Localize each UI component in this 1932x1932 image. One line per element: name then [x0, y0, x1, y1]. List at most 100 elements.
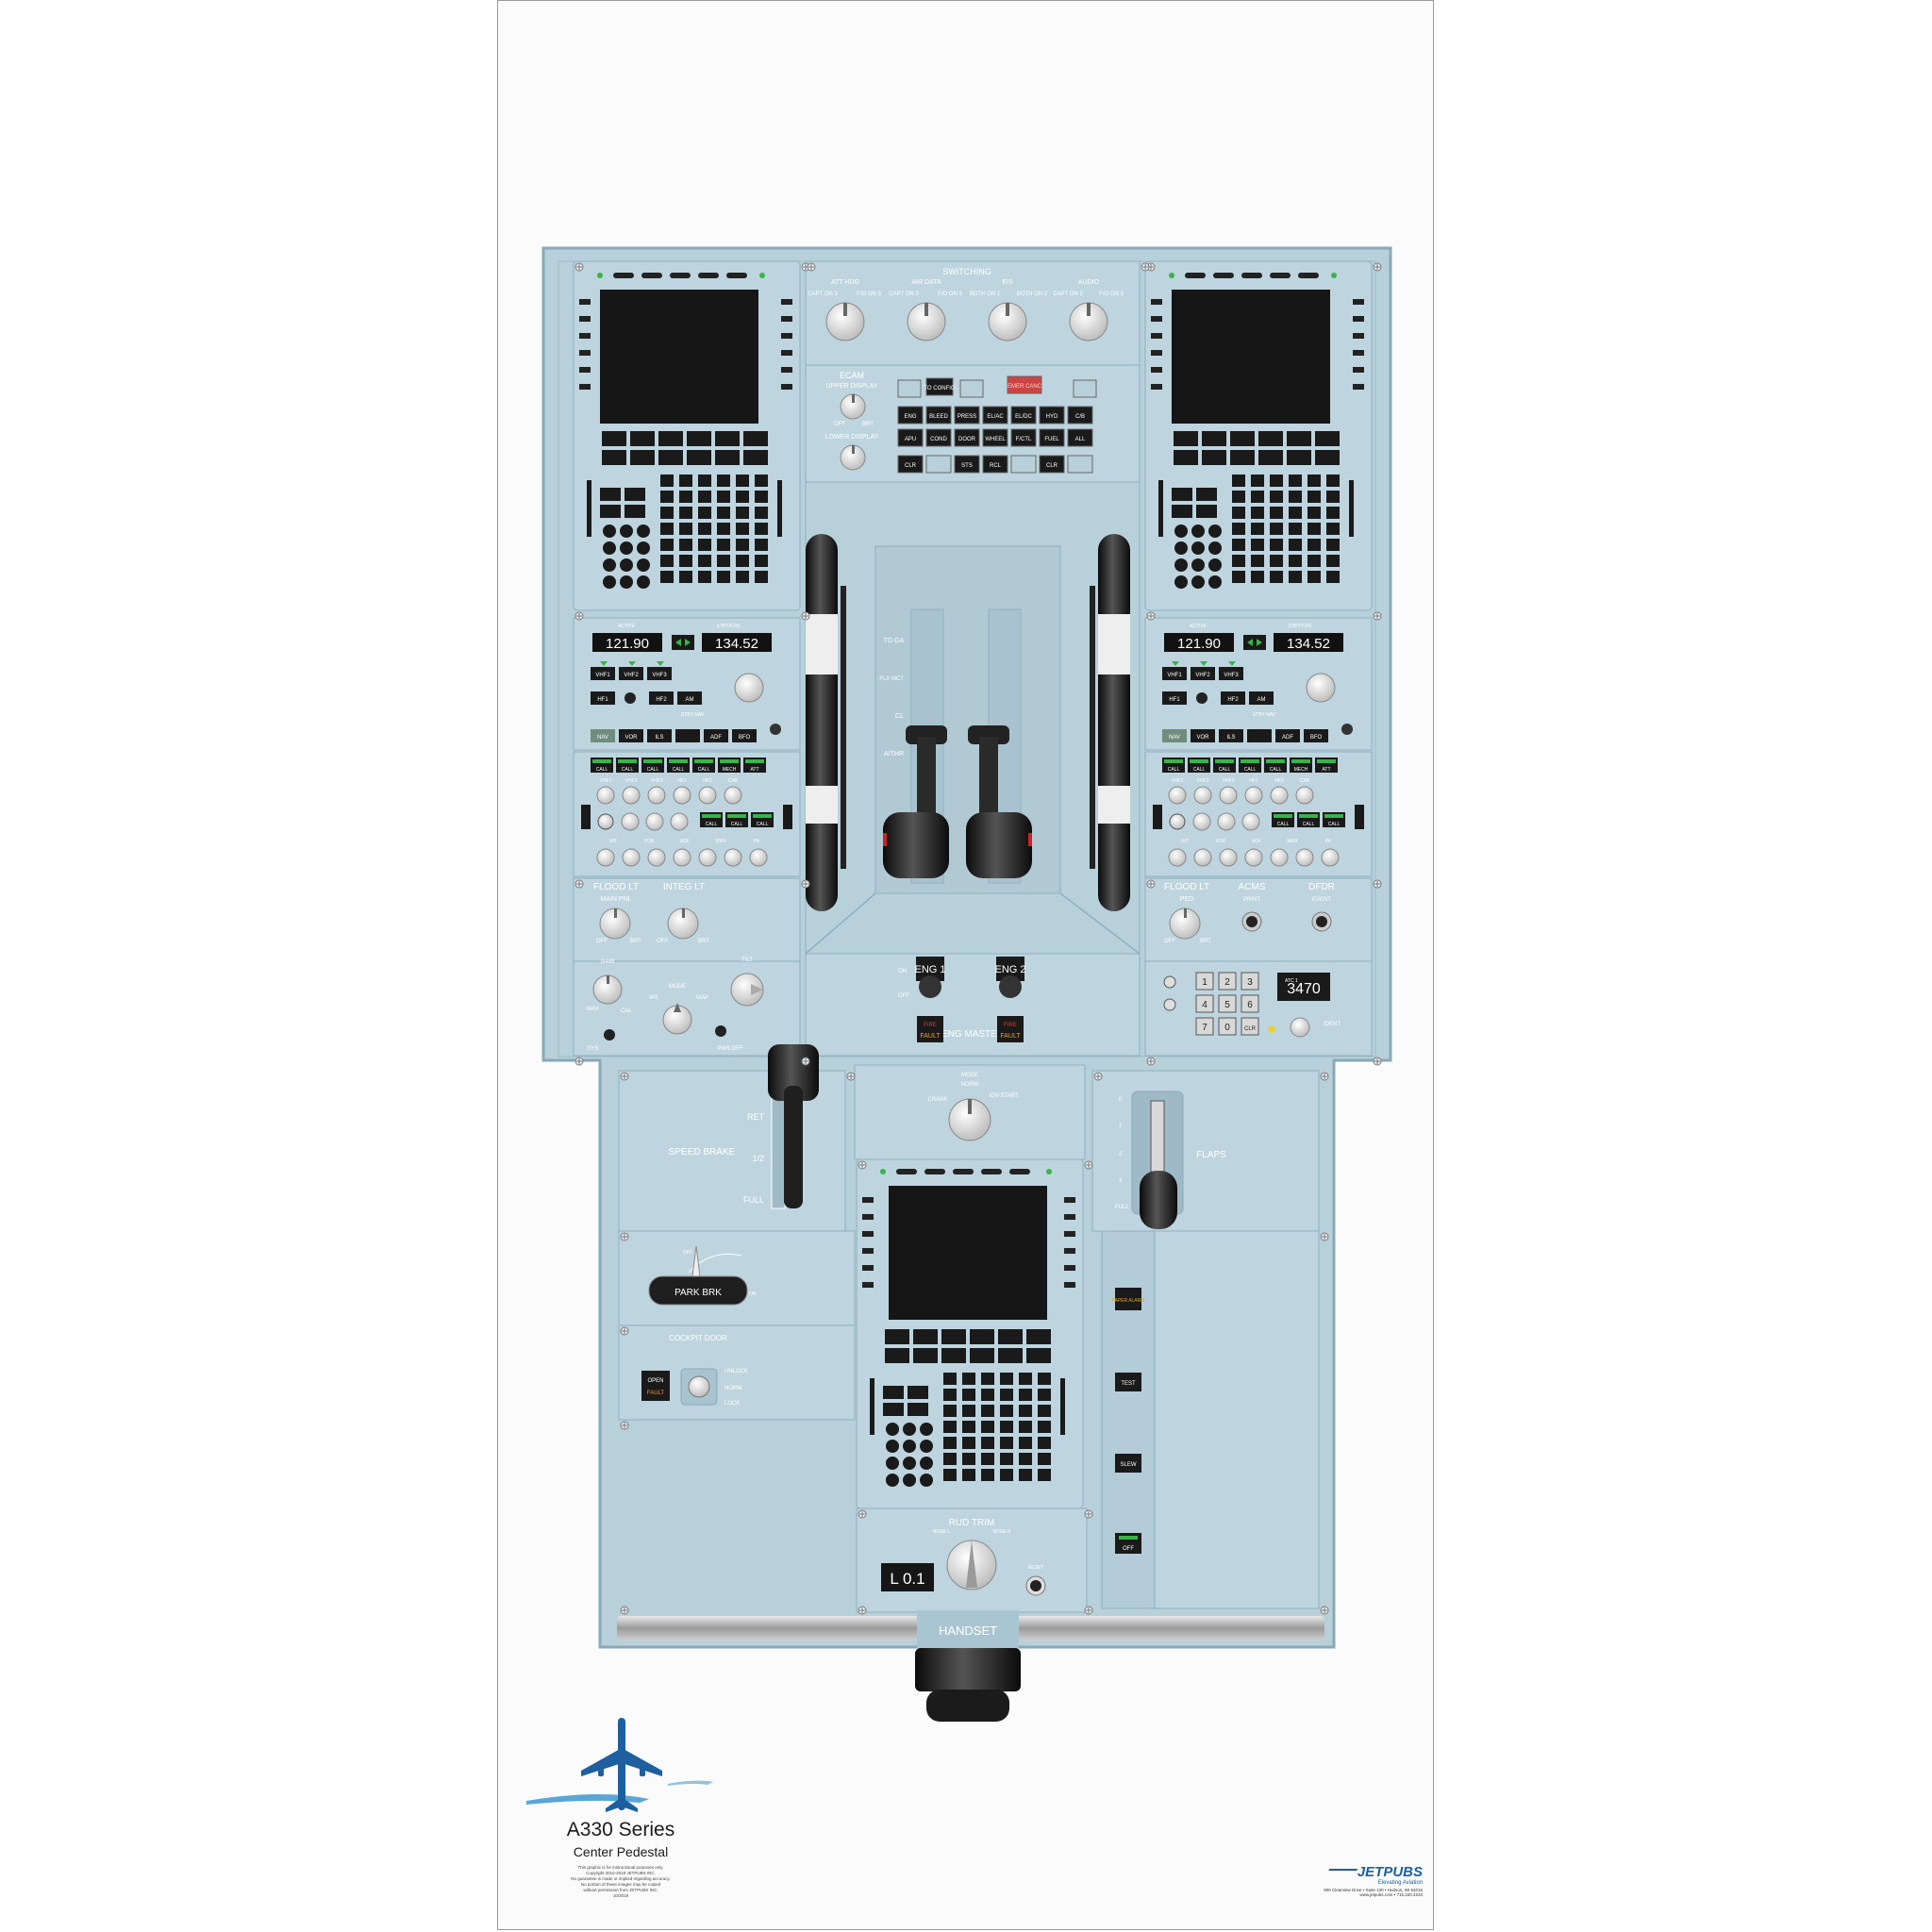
alpha-key[interactable]	[679, 539, 692, 551]
alpha-key[interactable]	[1232, 507, 1245, 519]
rmp-key[interactable]: VHF1	[591, 661, 615, 680]
line-select-key[interactable]	[862, 1248, 874, 1254]
alpha-key[interactable]	[1232, 571, 1245, 583]
throttle-handle-bar-right[interactable]	[1090, 534, 1130, 911]
acp-call-key[interactable]: CALL	[1239, 758, 1261, 773]
numeric-key[interactable]	[1174, 541, 1188, 555]
alpha-key[interactable]	[717, 491, 730, 503]
line-select-key[interactable]	[1151, 316, 1162, 322]
line-select-key[interactable]	[1353, 333, 1364, 339]
acp-reset-knob[interactable]	[1169, 813, 1186, 830]
alpha-key[interactable]	[736, 523, 749, 535]
acp-call-key[interactable]: CALL	[1162, 758, 1185, 773]
acp-volume-knob[interactable]	[1193, 848, 1212, 867]
alpha-key[interactable]	[698, 571, 711, 583]
numeric-key[interactable]	[903, 1474, 916, 1487]
switching-knob-att-hdg[interactable]: ATT HDG CAPT ON 3 F/O ON 3	[808, 279, 881, 341]
rmp-nav-key[interactable]: BFO	[732, 729, 757, 742]
acp-volume-knob[interactable]	[1217, 812, 1236, 831]
acp-call-key[interactable]: ATT	[743, 758, 766, 773]
acp-volume-knob[interactable]: CAB	[724, 778, 742, 805]
line-select-key[interactable]	[1064, 1214, 1075, 1220]
numeric-key[interactable]	[1208, 541, 1222, 555]
thrust-lever-2[interactable]	[966, 725, 1032, 878]
line-select-key[interactable]	[1064, 1265, 1075, 1271]
alpha-key[interactable]	[1326, 491, 1340, 503]
numeric-key[interactable]	[637, 525, 650, 538]
rmp-key[interactable]: VHF2	[1191, 661, 1215, 680]
alpha-key[interactable]	[1000, 1421, 1013, 1433]
line-select-key[interactable]	[862, 1282, 874, 1288]
atc-key[interactable]: 3	[1241, 972, 1259, 991]
numeric-key[interactable]	[886, 1457, 899, 1470]
function-key[interactable]	[1315, 450, 1340, 465]
acp-call-key[interactable]: CALL	[1213, 758, 1236, 773]
acp-volume-knob[interactable]: ADF	[1252, 839, 1261, 844]
alpha-key[interactable]	[1019, 1421, 1032, 1433]
ecam-key[interactable]: RCL	[982, 455, 1008, 474]
alpha-key[interactable]	[1270, 507, 1283, 519]
flood-lt-main-pnl-knob[interactable]	[599, 908, 631, 940]
acp-volume-knob[interactable]	[749, 848, 768, 867]
alpha-key[interactable]	[943, 1373, 957, 1385]
acp-volume-knob[interactable]: VHF2	[622, 778, 641, 805]
alpha-key[interactable]	[736, 475, 749, 487]
alpha-key[interactable]	[1326, 555, 1340, 567]
acp-volume-knob[interactable]: INT	[609, 839, 617, 844]
numeric-key[interactable]	[920, 1423, 933, 1436]
alpha-key[interactable]	[1232, 555, 1245, 567]
alpha-key[interactable]	[1307, 507, 1321, 519]
acp-volume-knob[interactable]: VHF3	[1219, 778, 1238, 805]
acp-call-key[interactable]: CALL	[1188, 758, 1210, 773]
rmp-tuning-knob[interactable]	[734, 673, 764, 703]
line-select-key[interactable]	[781, 299, 792, 305]
alpha-key[interactable]	[660, 475, 674, 487]
ecam-key[interactable]	[1073, 379, 1097, 398]
arrow-key[interactable]	[1196, 488, 1217, 501]
eng-2-master-switch[interactable]: ENG 2	[994, 957, 1026, 998]
alpha-key[interactable]	[679, 571, 692, 583]
acp-call-key[interactable]: CALL	[725, 812, 748, 827]
alpha-key[interactable]	[717, 475, 730, 487]
numeric-key[interactable]	[903, 1457, 916, 1470]
alpha-key[interactable]	[698, 491, 711, 503]
ecam-key[interactable]: F/CTL	[1010, 428, 1037, 447]
line-select-key[interactable]	[781, 384, 792, 390]
acp-call-key[interactable]: CALL	[692, 758, 715, 773]
alpha-key[interactable]	[679, 491, 692, 503]
rmp-nav-key[interactable]: ADF	[704, 729, 728, 742]
numeric-key[interactable]	[1174, 575, 1188, 589]
alpha-key[interactable]	[755, 555, 768, 567]
function-key[interactable]	[1287, 431, 1311, 446]
alpha-key[interactable]	[1270, 571, 1283, 583]
arrow-key[interactable]	[908, 1386, 928, 1399]
line-select-key[interactable]	[1151, 333, 1162, 339]
alpha-key[interactable]	[962, 1405, 975, 1417]
acp-volume-knob[interactable]: MKR	[715, 839, 726, 844]
wx-mode-knob[interactable]	[662, 1003, 692, 1035]
alpha-key[interactable]	[717, 507, 730, 519]
numeric-key[interactable]	[603, 541, 616, 555]
function-key[interactable]	[715, 431, 740, 446]
ecam-key[interactable]: TO CONFIG	[924, 377, 956, 396]
acp-volume-knob[interactable]: VHF1	[1168, 778, 1187, 805]
rmp-key[interactable]: HF1	[1162, 691, 1187, 705]
alpha-key[interactable]	[1000, 1437, 1013, 1449]
arrow-key[interactable]	[625, 488, 645, 501]
alpha-key[interactable]	[1251, 475, 1264, 487]
ecam-key[interactable]	[959, 379, 984, 398]
atc-key[interactable]: 2	[1218, 972, 1237, 991]
function-key[interactable]	[630, 450, 655, 465]
ecam-key[interactable]: HYD	[1039, 406, 1065, 425]
rudder-trim-reset-button[interactable]	[1025, 1575, 1046, 1596]
numeric-key[interactable]	[603, 558, 616, 572]
atc-key[interactable]: 1	[1195, 972, 1214, 991]
function-key[interactable]	[1174, 431, 1198, 446]
function-key[interactable]	[1026, 1348, 1051, 1363]
line-select-key[interactable]	[1151, 384, 1162, 390]
transfer-button[interactable]	[1243, 635, 1266, 650]
alpha-key[interactable]	[1289, 523, 1302, 535]
alpha-key[interactable]	[1038, 1373, 1051, 1385]
ecam-upper-display-knob[interactable]	[840, 393, 866, 420]
alpha-key[interactable]	[1251, 555, 1264, 567]
